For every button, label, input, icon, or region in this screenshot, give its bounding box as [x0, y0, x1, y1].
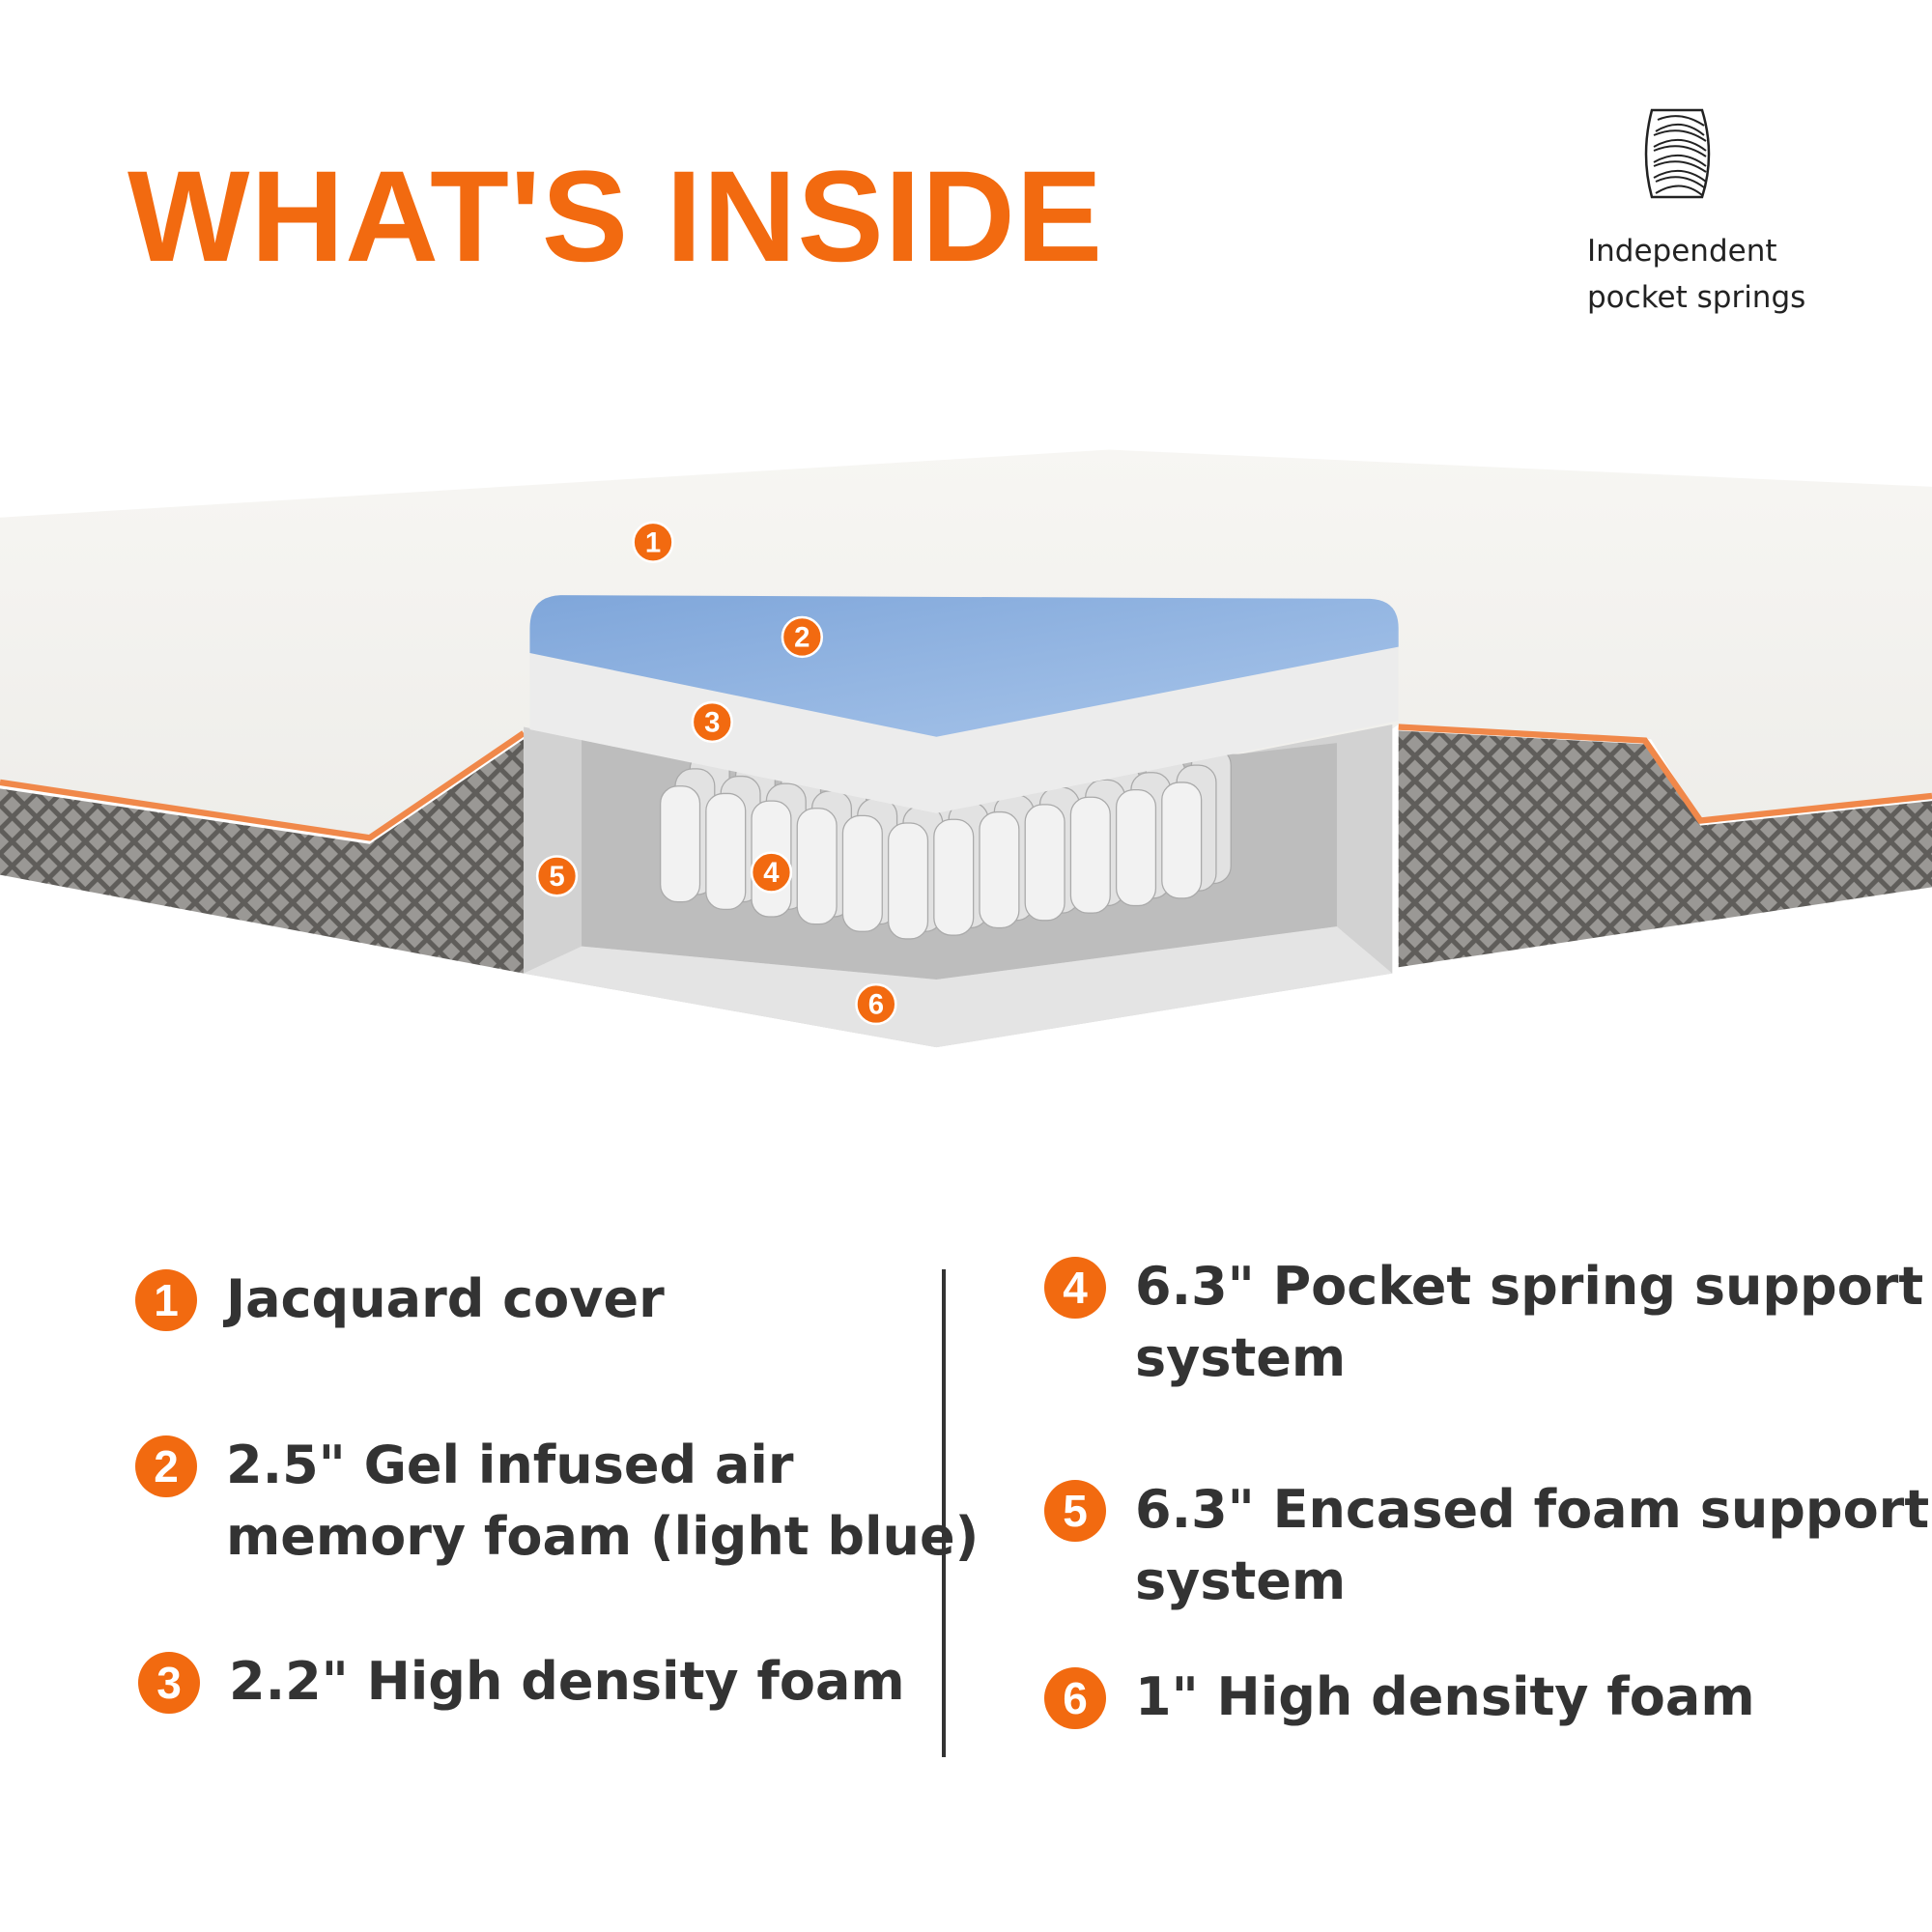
layer-gel-foam [529, 595, 1399, 737]
marker-number: 3 [704, 707, 720, 739]
layer-bottom-foam [524, 926, 1393, 1048]
legend-text: 6.3" Encased foam support [1135, 1479, 1930, 1540]
legend-item-5: 5 6.3" Encased foam support system [1044, 1479, 1929, 1617]
layer-marker-1: 1 [632, 521, 674, 563]
knit-side-right [1398, 730, 1932, 968]
feature-label-line2: pocket springs [1587, 280, 1806, 315]
legend-text: 6.3" Pocket spring support [1135, 1256, 1924, 1317]
pocket-spring-icon [1644, 108, 1711, 199]
layer-marker-5: 5 [535, 855, 579, 897]
legend-text: memory foam (light blue) [226, 1506, 980, 1567]
legend-item-3: 3 2.2" High density foam [138, 1651, 905, 1718]
legend-item-1: 1 Jacquard cover [135, 1268, 665, 1335]
marker-number: 4 [763, 857, 780, 889]
spring-coil [660, 785, 701, 903]
layer-markers: 1 2 3 4 5 6 [535, 521, 897, 1026]
legend-text: 2.2" High density foam [229, 1651, 905, 1712]
knit-side-left [0, 739, 525, 974]
legend-item-2: 2 2.5" Gel infused air memory foam (light… [135, 1435, 979, 1573]
feature-label-line1: Independent [1587, 234, 1777, 269]
piping-right [1398, 724, 1932, 824]
spring-coil [933, 818, 975, 936]
legend-text: 2.5" Gel infused air [226, 1435, 794, 1495]
legend-item-6: 6 1" High density foam [1044, 1666, 1755, 1733]
marker-number: 2 [794, 622, 810, 654]
legend-number: 1 [135, 1269, 197, 1331]
legend-text: Jacquard cover [226, 1268, 665, 1329]
marker-number: 5 [549, 861, 564, 893]
legend-text: system [1135, 1550, 1347, 1611]
spring-coil [1024, 804, 1065, 922]
legend-text: system [1135, 1327, 1347, 1388]
spring-coil [841, 814, 883, 932]
piping-left [0, 730, 526, 841]
marker-number: 1 [645, 526, 661, 558]
marker-number: 6 [868, 989, 884, 1021]
legend-item-4: 4 6.3" Pocket spring support system [1044, 1256, 1923, 1394]
legend-number: 2 [135, 1435, 197, 1497]
layer-marker-6: 6 [855, 982, 897, 1026]
spring-coil [888, 822, 929, 940]
layer-high-density-foam [529, 646, 1399, 813]
legend-number: 6 [1044, 1667, 1106, 1729]
spring-coil [796, 808, 838, 925]
spring-coil [705, 792, 747, 910]
legend-number: 4 [1044, 1257, 1106, 1319]
spring-coil [1069, 796, 1111, 914]
legend-number: 3 [138, 1652, 200, 1714]
spring-coil [1161, 781, 1203, 899]
spring-coil [979, 810, 1020, 929]
page-title: WHAT'S INSIDE [128, 145, 1104, 289]
legend-number: 5 [1044, 1480, 1106, 1542]
spring-coil [1115, 788, 1157, 907]
layer-marker-2: 2 [781, 615, 824, 659]
legend-text: 1" High density foam [1135, 1666, 1755, 1727]
layer-marker-3: 3 [691, 700, 733, 744]
layer-marker-4: 4 [750, 851, 793, 894]
cutout [524, 595, 1399, 1048]
column-divider [942, 1269, 946, 1757]
